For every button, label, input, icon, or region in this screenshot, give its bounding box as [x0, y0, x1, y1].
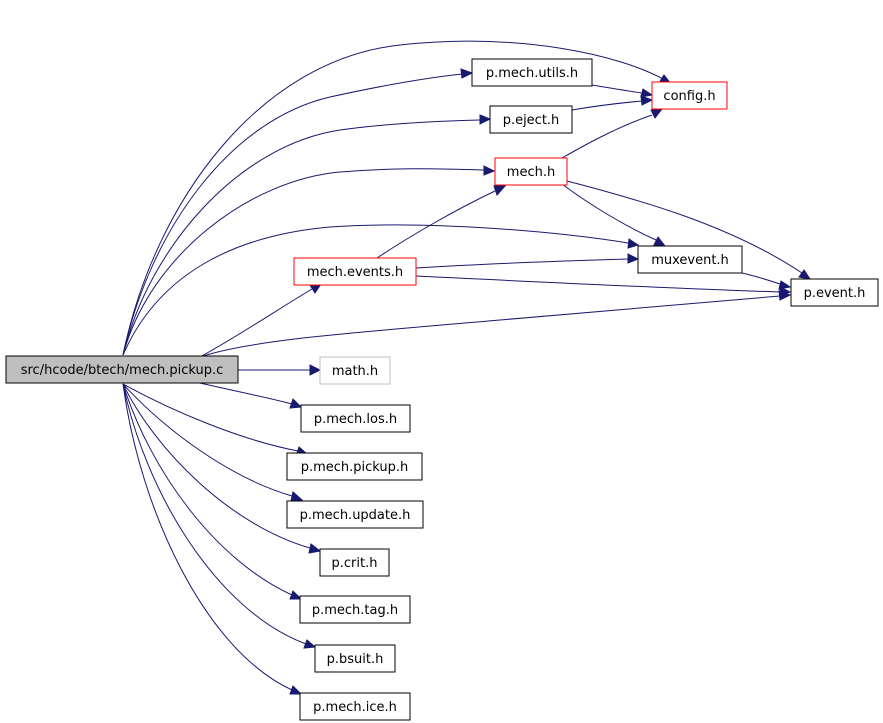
edge-root-to-muxevent-h	[122, 224, 640, 356]
node-muxevent-h-label: muxevent.h	[651, 253, 729, 268]
node-p-mech-los-h-box	[300, 404, 411, 433]
edge-root-to-p-mech-utils-h	[122, 68, 474, 356]
node-p-bsuit-h-box	[314, 644, 396, 673]
node-mech-events-h-label: mech.events.h	[307, 265, 403, 280]
node-p-event-h-box	[790, 278, 879, 307]
node-p-mech-los-h[interactable]: p.mech.los.h	[300, 404, 411, 433]
node-p-mech-update-h-box	[286, 500, 424, 529]
node-p-mech-utils-h[interactable]: p.mech.utils.h	[471, 58, 593, 87]
node-p-mech-utils-h-label: p.mech.utils.h	[486, 66, 578, 81]
edge-root-to-p-event-h	[199, 290, 792, 358]
node-p-crit-h-box	[319, 548, 390, 577]
node-p-bsuit-h[interactable]: p.bsuit.h	[314, 644, 396, 673]
node-p-mech-pickup-h-box	[286, 452, 423, 481]
node-p-mech-ice-h[interactable]: p.mech.ice.h	[299, 692, 411, 721]
node-p-mech-utils-h-box	[471, 58, 593, 87]
edge-p-mech-utils-h-to-config-h	[591, 84, 654, 98]
node-math-h[interactable]: math.h	[319, 356, 391, 385]
node-p-crit-h[interactable]: p.crit.h	[319, 548, 390, 577]
node-muxevent-h[interactable]: muxevent.h	[637, 245, 743, 274]
node-root-box	[5, 355, 239, 384]
edge-root-to-p-crit-h	[122, 383, 322, 554]
node-math-h-box	[319, 356, 391, 385]
edge-mech-events-h-to-mech-h	[376, 185, 507, 259]
node-p-mech-ice-h-box	[299, 692, 411, 721]
node-p-mech-pickup-h-label: p.mech.pickup.h	[301, 460, 409, 475]
edges	[122, 40, 812, 695]
edge-mech-h-to-p-event-h	[566, 180, 812, 280]
node-p-mech-update-h-label: p.mech.update.h	[300, 508, 411, 523]
node-p-mech-tag-h-label: p.mech.tag.h	[312, 603, 398, 618]
node-p-mech-ice-h-label: p.mech.ice.h	[313, 700, 397, 715]
edge-p-eject-h-to-config-h	[571, 95, 654, 111]
edge-root-to-p-bsuit-h	[122, 383, 317, 649]
node-muxevent-h-box	[637, 245, 743, 274]
node-p-mech-pickup-h[interactable]: p.mech.pickup.h	[286, 452, 423, 481]
edge-root-to-math-h	[238, 364, 322, 376]
node-mech-events-h-box	[293, 257, 417, 286]
node-config-h[interactable]: config.h	[651, 81, 728, 110]
node-mech-h-label: mech.h	[507, 165, 555, 180]
edge-mech-events-h-to-p-event-h	[415, 275, 792, 297]
node-mech-events-h[interactable]: mech.events.h	[293, 257, 417, 286]
edge-root-to-p-mech-ice-h	[122, 383, 303, 695]
node-math-h-label: math.h	[332, 364, 378, 379]
node-p-bsuit-h-label: p.bsuit.h	[327, 652, 384, 667]
edge-root-to-mech-events-h	[199, 283, 322, 358]
nodes: src/hcode/btech/mech.pickup.c config.h p…	[5, 58, 879, 721]
node-p-mech-update-h[interactable]: p.mech.update.h	[286, 500, 424, 529]
edge-root-to-p-mech-los-h	[199, 382, 303, 409]
edge-muxevent-h-to-p-event-h	[741, 272, 792, 290]
edge-root-to-config-h	[122, 40, 673, 356]
node-p-crit-h-label: p.crit.h	[332, 556, 378, 571]
node-p-event-h-label: p.event.h	[804, 286, 866, 301]
node-p-mech-los-h-label: p.mech.los.h	[314, 412, 397, 427]
edge-mech-events-h-to-muxevent-h	[415, 253, 640, 269]
edge-root-to-p-mech-update-h	[122, 383, 304, 502]
edge-root-to-p-mech-pickup-h	[122, 383, 309, 457]
edge-mech-h-to-config-h	[561, 108, 664, 159]
node-root[interactable]: src/hcode/btech/mech.pickup.c	[5, 355, 239, 384]
edge-root-to-mech-h	[122, 165, 496, 356]
edge-root-to-p-eject-h	[122, 114, 492, 356]
node-config-h-box	[651, 81, 728, 110]
node-p-eject-h-label: p.eject.h	[503, 113, 560, 128]
node-root-label: src/hcode/btech/mech.pickup.c	[21, 363, 224, 378]
node-p-eject-h[interactable]: p.eject.h	[489, 105, 573, 134]
node-mech-h-box	[494, 157, 568, 186]
node-p-eject-h-box	[489, 105, 573, 134]
node-config-h-label: config.h	[663, 89, 715, 104]
edge-root-to-p-mech-tag-h	[122, 383, 303, 600]
node-mech-h[interactable]: mech.h	[494, 157, 568, 186]
node-p-mech-tag-h[interactable]: p.mech.tag.h	[299, 595, 411, 624]
node-p-mech-tag-h-box	[299, 595, 411, 624]
node-p-event-h[interactable]: p.event.h	[790, 278, 879, 307]
